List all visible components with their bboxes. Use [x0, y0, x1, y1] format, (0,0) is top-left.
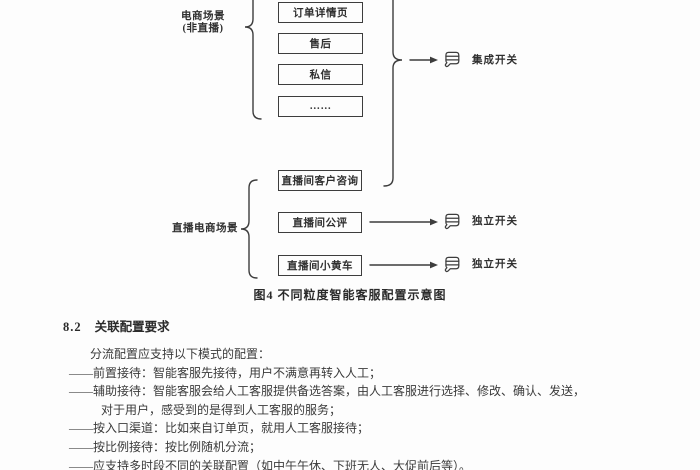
diagram-connectors	[240, 0, 438, 279]
paragraph-line: 对于用户，感受到的是得到人工客服的服务；	[101, 402, 342, 417]
integrated-right-brace	[383, 0, 403, 187]
group-label-live-ecommerce: 直播电商场景	[172, 223, 238, 234]
box-live-yellow-cart: 直播间小黄车	[278, 255, 362, 276]
box-after-sales: 售后	[278, 33, 363, 54]
hand-icon	[444, 51, 460, 68]
paragraph-line: ——前置接待：智能客服先接待，用户不满意再转入人工；	[69, 365, 382, 380]
paragraph-line: ——按比例接待：按比例随机分流；	[69, 439, 262, 454]
group-label-line2: (非直播)	[182, 22, 224, 34]
arrow-independent-1	[369, 218, 438, 226]
hand-icon	[444, 256, 460, 273]
paragraph-line: ——按入口渠道：比如来自订单页，就用人工客服接待；	[69, 421, 370, 436]
figure4-diagram: 电商场景 (非直播) 订单详情页 售后 私信 …… 直播电商场景 直播间客户咨询…	[172, 0, 518, 279]
group-label-line1: 电商场景	[181, 11, 225, 22]
group2-left-brace	[240, 179, 258, 279]
paragraph-line: ——应支持多时段不同的关联配置（如中午午休、下班无人、大促前后等）。	[69, 458, 472, 470]
hand-icon	[444, 213, 460, 230]
box-private-message: 私信	[278, 64, 363, 85]
paragraph-line: ——辅助接待：智能客服会给人工客服提供备选答案，由人工客服进行选择、修改、确认、…	[69, 384, 586, 399]
figure-caption: 图4 不同粒度智能客服配置示意图	[253, 288, 447, 302]
section-heading: 8.2 关联配置要求	[63, 316, 170, 335]
body-paragraph: 分流配置应支持以下模式的配置： ——前置接待：智能客服先接待，用户不满意再转入人…	[69, 345, 684, 470]
arrow-independent-2	[369, 261, 438, 269]
box-live-customer-consult: 直播间客户咨询	[278, 170, 362, 191]
switch-label-integrated: 集成开关	[472, 55, 518, 66]
section-number: 8.2	[63, 320, 82, 334]
section-title: 关联配置要求	[94, 320, 170, 334]
switch-label-independent-2: 独立开关	[472, 259, 518, 270]
arrow-integrated	[409, 56, 438, 64]
box-ellipsis: ……	[278, 96, 363, 117]
group-label-ecommerce: 电商场景 (非直播)	[172, 11, 234, 34]
paragraph-line: 分流配置应支持以下模式的配置：	[90, 347, 271, 361]
box-live-public-comment: 直播间公评	[278, 212, 362, 233]
box-order-detail-page: 订单详情页	[278, 2, 363, 23]
group1-left-brace	[244, 0, 262, 120]
switch-label-independent-1: 独立开关	[472, 216, 518, 227]
